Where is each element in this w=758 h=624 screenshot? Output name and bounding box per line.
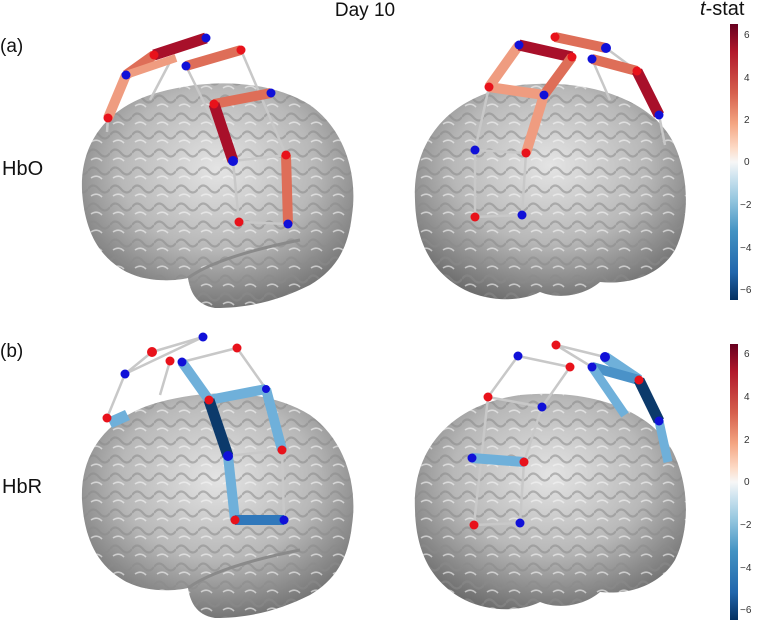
- channels-b-right: [471, 343, 673, 527]
- colorbar-a-tick: 0: [744, 157, 750, 168]
- colorbar-a-tick: −2: [740, 200, 752, 211]
- brain-b-right: [414, 393, 686, 610]
- colorbar-b-tick: −2: [740, 520, 752, 531]
- colorbar-b-tick: 4: [744, 392, 750, 403]
- row-label-hbo: HbO: [2, 158, 44, 180]
- brain-a-right: [414, 83, 686, 300]
- colorbar-title: t-stat: [700, 0, 745, 20]
- colorbar-a: [730, 24, 738, 300]
- colorbar-a-tick: −6: [740, 285, 752, 296]
- panel-label-b: (b): [0, 341, 24, 362]
- colorbar-a-tick: 4: [744, 73, 750, 84]
- optode-nodes: [102, 32, 664, 530]
- colorbar-a-tick: −4: [740, 243, 752, 254]
- colorbar-b-tick: 2: [744, 435, 750, 446]
- colorbar-b: [730, 344, 738, 620]
- row-label-hbr: HbR: [2, 476, 43, 498]
- colorbar-b-tick: −4: [740, 563, 752, 574]
- colorbar-a-tick: 2: [744, 115, 750, 126]
- channels-a-left: [103, 32, 293, 226]
- channels-a-right: [473, 32, 667, 219]
- brain-a-left: [81, 83, 354, 308]
- figure-title: Day 10: [334, 0, 396, 21]
- colorbar-a-tick: 6: [744, 30, 750, 41]
- channels-b-left: [105, 335, 287, 525]
- panel-label-a: (a): [0, 36, 24, 57]
- colorbar-b-tick: 0: [744, 477, 750, 488]
- colorbar-b-tick: 6: [744, 349, 750, 360]
- colorbar-b-tick: −6: [740, 605, 752, 616]
